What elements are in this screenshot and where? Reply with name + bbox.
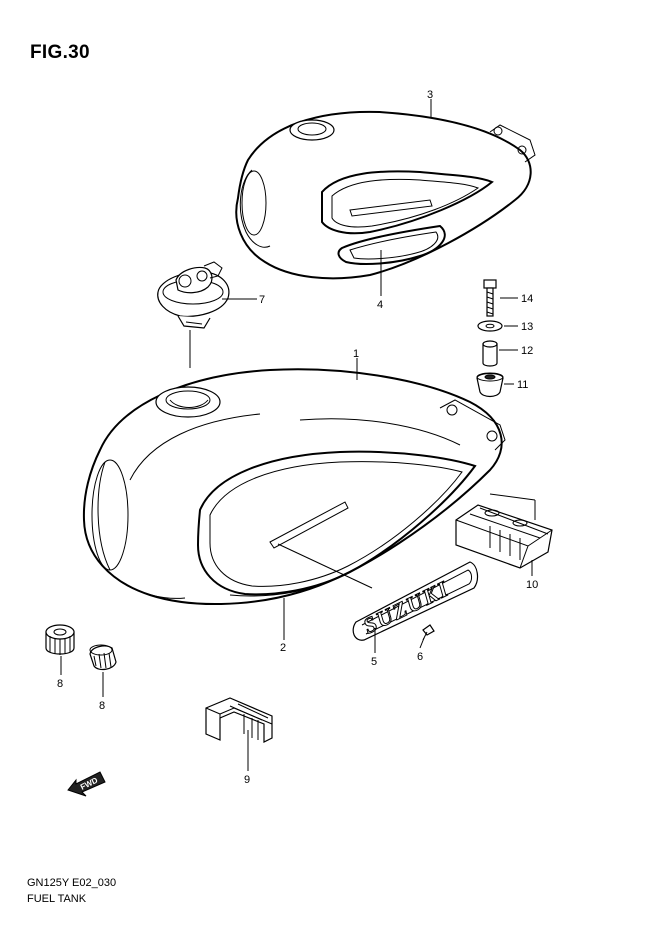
callout-2: 2 <box>280 642 286 654</box>
part-6-screw <box>422 624 435 641</box>
part-8-cap-a <box>45 624 75 655</box>
part-10-cushion <box>455 504 553 569</box>
callout-10: 10 <box>526 579 538 591</box>
emblem-text: SUZUKI <box>359 575 453 638</box>
callout-1: 1 <box>353 348 359 360</box>
callout-4: 4 <box>377 299 383 311</box>
callout-12: 12 <box>521 345 533 357</box>
part-14-bolt <box>483 279 497 317</box>
model-code: GN125Y E02_030 <box>27 877 117 889</box>
callout-labels: 3 4 1 7 14 13 12 11 10 2 5 6 8 8 9 <box>57 89 538 786</box>
part-2-tank-stripe <box>229 587 311 597</box>
part-13-washer <box>477 320 503 332</box>
callout-14: 14 <box>521 293 533 305</box>
figure-title: FIG.30 <box>30 42 90 63</box>
callout-5: 5 <box>371 656 377 668</box>
callout-7: 7 <box>259 294 265 306</box>
part-8-cap-b <box>89 644 117 671</box>
part-3-fuel-tank-upper <box>235 110 536 280</box>
leader-lines <box>60 99 536 771</box>
part-5-emblem: SUZUKI <box>352 561 479 641</box>
callout-8a: 8 <box>57 678 63 690</box>
callout-13: 13 <box>521 321 533 333</box>
section-name: FUEL TANK <box>27 893 87 905</box>
part-9-cushion-clip <box>205 697 273 743</box>
fwd-direction-arrow: FWD <box>67 771 106 797</box>
part-1-fuel-tank <box>82 368 506 606</box>
callout-3: 3 <box>427 89 433 101</box>
callout-11: 11 <box>517 379 528 391</box>
callout-6: 6 <box>417 651 423 663</box>
part-7-fuel-cap <box>157 261 230 329</box>
part-12-collar <box>482 340 498 367</box>
callout-8b: 8 <box>99 700 105 712</box>
part-11-grommet <box>476 372 504 398</box>
callout-9: 9 <box>244 774 250 786</box>
